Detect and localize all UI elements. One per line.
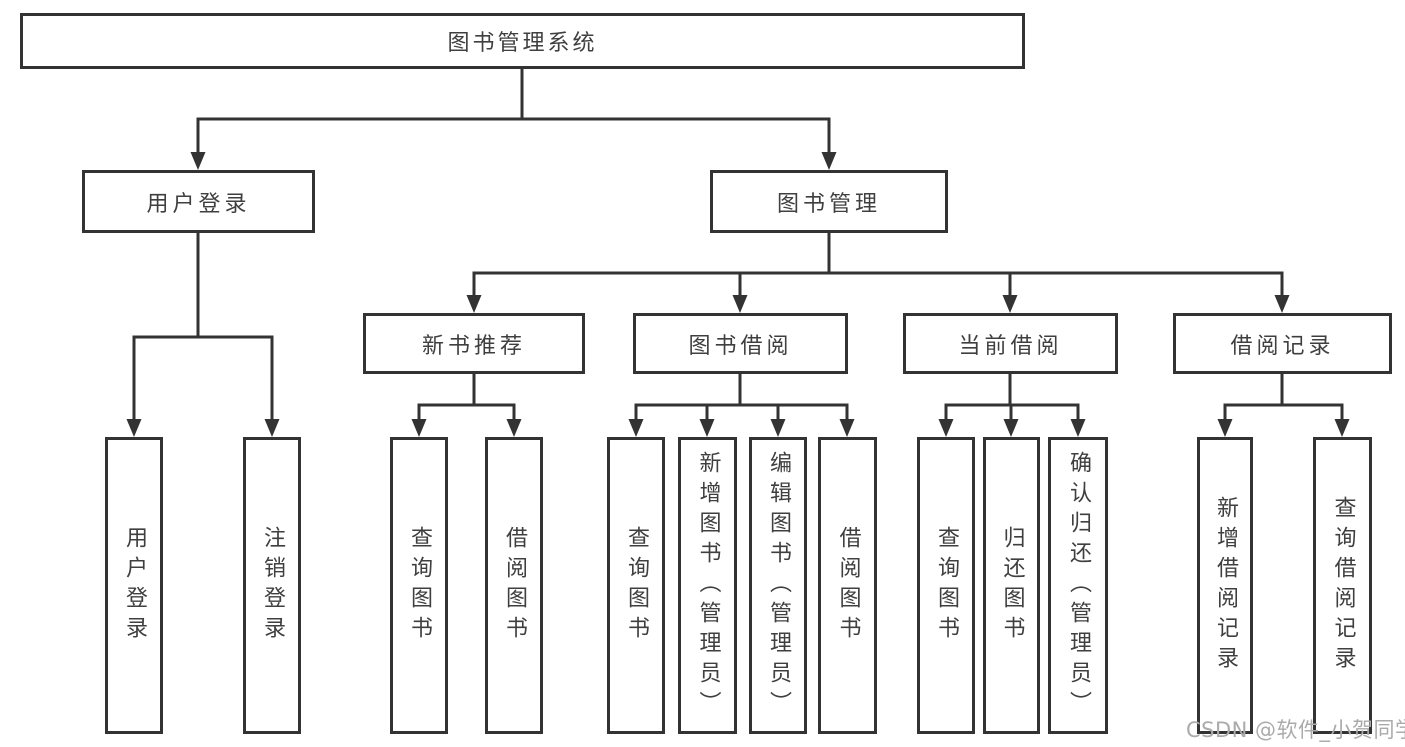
- node-current-borrowing: 当前借阅: [903, 313, 1118, 374]
- csdn-watermark: CSDN @软件_小贺同学: [1186, 718, 1405, 742]
- node-leaf-user-login-label: 用户登录: [122, 525, 147, 646]
- node-current-borrowing-label: 当前借阅: [958, 333, 1063, 359]
- node-user-login: 用户登录: [82, 170, 315, 233]
- node-leaf-add-book-admin-label: 新增图书（管理员）: [695, 450, 721, 721]
- node-leaf-add-book-admin: 新增图书（管理员）: [678, 437, 737, 734]
- node-leaf-borrow-books: 借阅图书: [818, 437, 877, 734]
- node-borrowing-records: 借阅记录: [1173, 313, 1392, 374]
- node-leaf-return-book-label: 归还图书: [999, 525, 1025, 646]
- node-leaf-user-login: 用户登录: [105, 437, 163, 734]
- node-leaf-edit-book-admin: 编辑图书（管理员）: [749, 437, 807, 734]
- arrowheads: [126, 152, 1350, 437]
- node-new-book-recommend-label: 新书推荐: [421, 333, 526, 359]
- node-borrowing-records-label: 借阅记录: [1230, 333, 1335, 359]
- node-book-borrowing-label: 图书借阅: [688, 333, 793, 359]
- node-leaf-query-books-current: 查询图书: [917, 437, 975, 734]
- node-leaf-query-borrow-record-label: 查询借阅记录: [1330, 495, 1356, 676]
- node-book-borrowing: 图书借阅: [633, 313, 848, 374]
- node-user-login-label: 用户登录: [146, 191, 251, 217]
- node-leaf-add-borrow-record-label: 新增借阅记录: [1213, 495, 1238, 676]
- node-leaf-confirm-return-admin-label: 确认归还（管理员）: [1066, 450, 1091, 721]
- node-leaf-logout-label: 注销登录: [260, 525, 285, 646]
- node-leaf-query-books-recommend-label: 查询图书: [407, 525, 432, 646]
- node-library-management-system: 图书管理系统: [20, 13, 1025, 69]
- node-leaf-return-book: 归还图书: [983, 437, 1040, 734]
- node-leaf-query-books-borrow: 查询图书: [607, 437, 665, 734]
- node-leaf-borrow-books-recommend: 借阅图书: [485, 437, 543, 734]
- node-book-management: 图书管理: [710, 170, 948, 233]
- node-leaf-query-books-current-label: 查询图书: [934, 525, 959, 646]
- node-leaf-logout: 注销登录: [243, 437, 301, 734]
- node-library-management-system-label: 图书管理系统: [447, 31, 598, 56]
- node-leaf-query-borrow-record: 查询借阅记录: [1313, 437, 1372, 734]
- node-leaf-edit-book-admin-label: 编辑图书（管理员）: [766, 450, 791, 721]
- node-leaf-borrow-books-label: 借阅图书: [835, 525, 861, 646]
- node-book-management-label: 图书管理: [776, 191, 881, 217]
- node-leaf-query-books-recommend: 查询图书: [390, 437, 448, 734]
- node-new-book-recommend: 新书推荐: [363, 313, 585, 374]
- node-leaf-confirm-return-admin: 确认归还（管理员）: [1048, 437, 1108, 734]
- node-leaf-borrow-books-recommend-label: 借阅图书: [502, 525, 527, 646]
- node-leaf-add-borrow-record: 新增借阅记录: [1197, 437, 1253, 734]
- node-leaf-query-books-borrow-label: 查询图书: [624, 525, 649, 646]
